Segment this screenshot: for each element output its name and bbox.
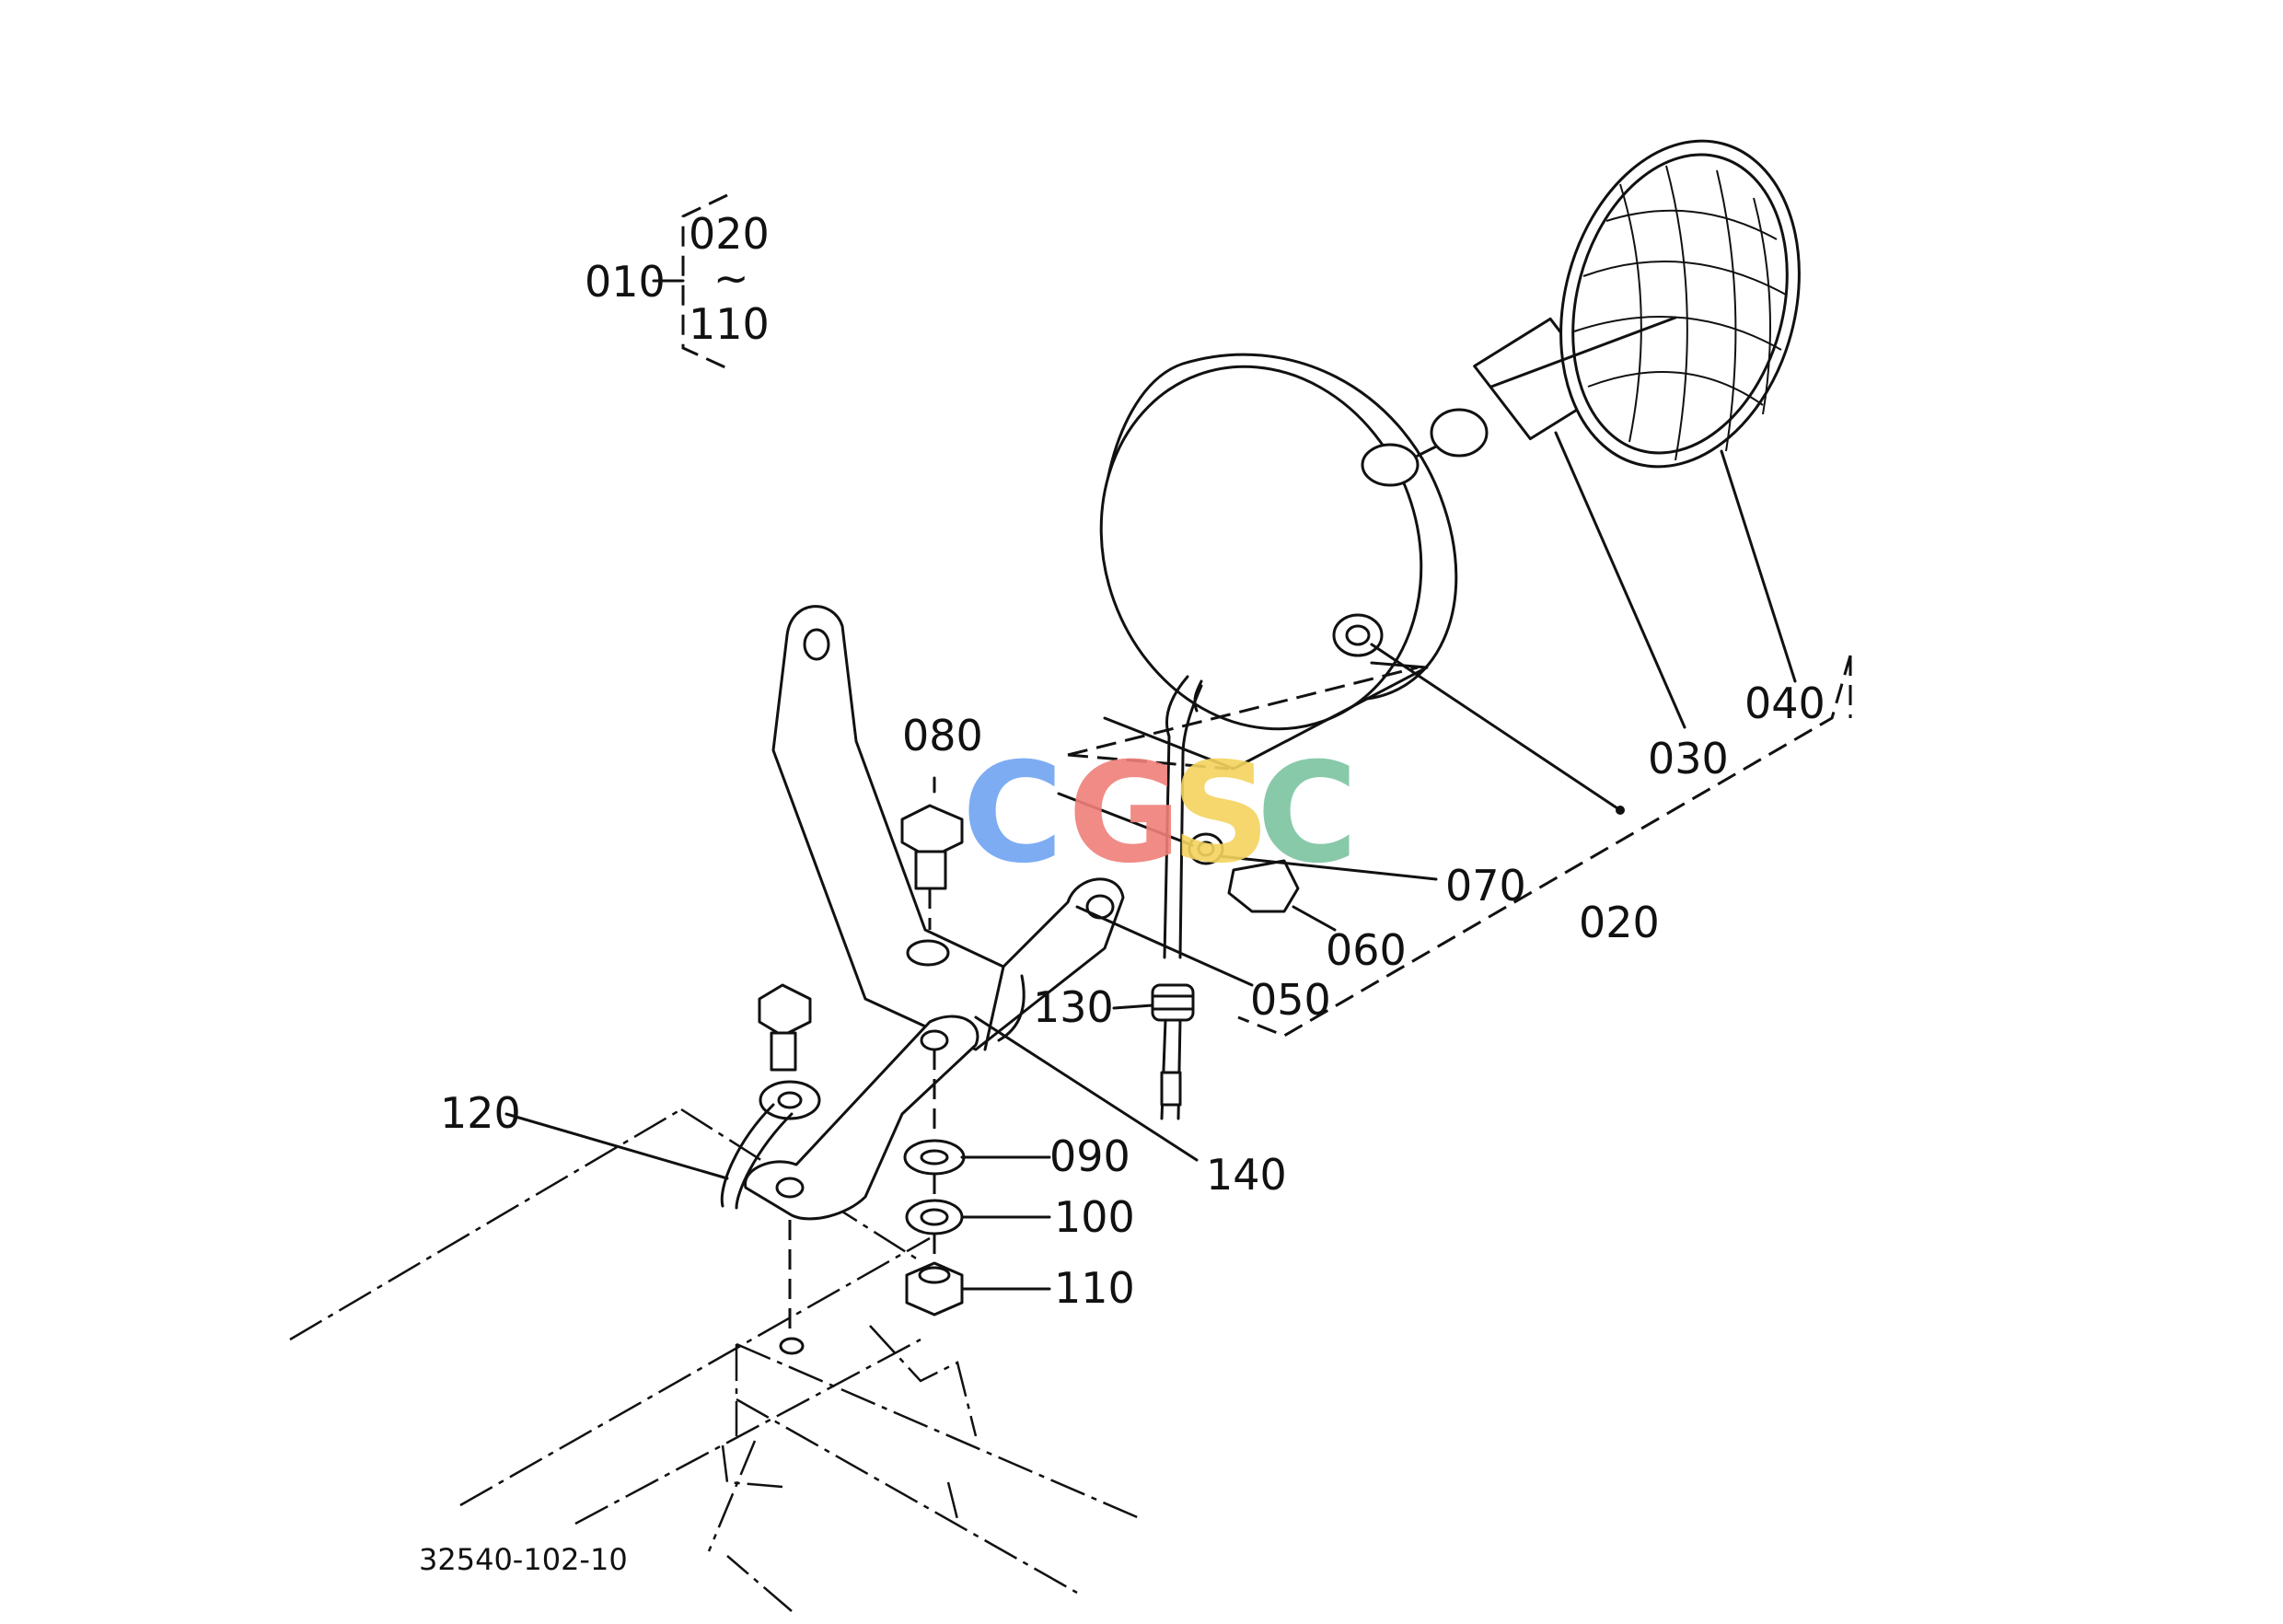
callout-labels: 020 030 040 050 060 070 080 090 100 110 … (440, 679, 1825, 1313)
small-hardware (1057, 792, 1300, 913)
callout-060: 060 (1326, 925, 1407, 975)
bolt-120 (720, 983, 821, 1210)
lamp-lens (1559, 139, 1801, 469)
assembly-range-symbol: ~ (713, 253, 749, 303)
assembly-parent-label: 010 (585, 257, 666, 307)
callout-130: 130 (1033, 982, 1114, 1032)
assembly-reference: 010 020 ~ 110 (585, 193, 770, 370)
callout-050: 050 (1250, 975, 1331, 1025)
callout-040: 040 (1744, 679, 1825, 728)
assembly-to-label: 110 (689, 299, 770, 349)
callout-080: 080 (902, 711, 983, 760)
group-boundary (1237, 655, 1852, 1038)
watermark-letter-g: G (1068, 734, 1181, 894)
chassis-frame (289, 1108, 1142, 1612)
watermark-letter-s: S (1171, 734, 1270, 894)
callout-020: 020 (1579, 898, 1660, 947)
fastener-stack (779, 1050, 966, 1355)
callout-090: 090 (1049, 1131, 1130, 1181)
callout-030: 030 (1648, 734, 1729, 783)
callout-070: 070 (1445, 861, 1526, 911)
callout-140: 140 (1206, 1150, 1287, 1200)
leader-lines (504, 316, 1797, 1291)
drawing-number: 32540-102-10 (419, 1542, 628, 1577)
callout-110: 110 (1054, 1263, 1135, 1313)
watermark-logo: C G S C (962, 734, 1358, 894)
wire-harness (1151, 983, 1195, 1120)
watermark-letter-c2: C (1257, 734, 1358, 894)
callout-120: 120 (440, 1088, 521, 1138)
bolt-080 (900, 804, 964, 930)
assembly-from-label: 020 (689, 209, 770, 259)
callout-100: 100 (1054, 1192, 1135, 1242)
lamp-housing (1099, 353, 1458, 959)
upper-bracket (771, 605, 1419, 1051)
watermark-letter-c1: C (962, 734, 1063, 894)
